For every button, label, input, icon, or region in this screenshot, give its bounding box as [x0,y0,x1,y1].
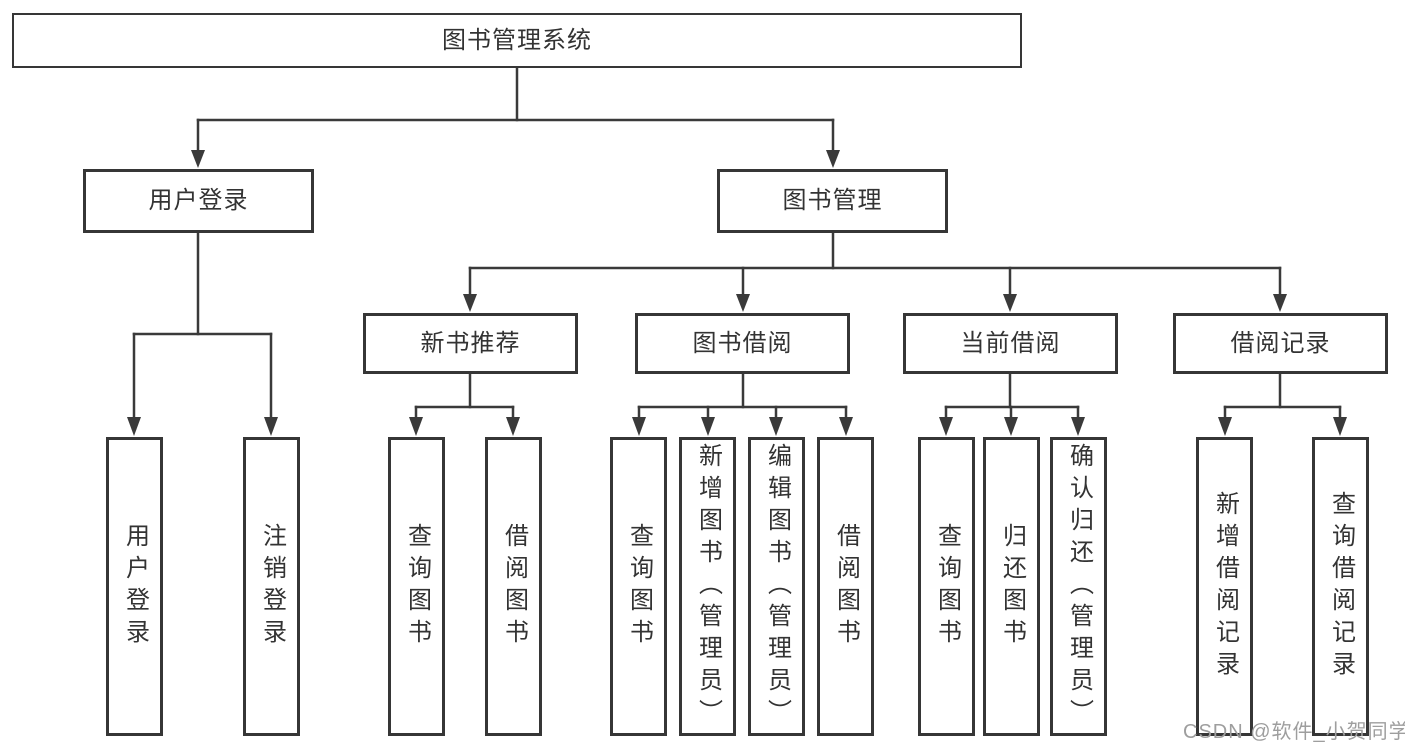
csdn-watermark: CSDN @软件_小贺同学 [1183,721,1405,743]
leaf-current-return-books: 归还图书 [983,437,1040,736]
leaf-user-login: 用户登录 [106,437,163,736]
node-book-management: 图书管理 [717,169,948,233]
node-library-management-system: 图书管理系统 [12,13,1022,68]
leaf-logout: 注销登录 [243,437,300,736]
leaf-recommend-query-books: 查询图书 [388,437,445,736]
leaf-borrow-edit-books-admin: 编辑图书（管理员） [748,437,805,736]
node-current-borrow: 当前借阅 [903,313,1118,374]
leaf-borrow-query-books: 查询图书 [610,437,667,736]
leaf-records-add-record: 新增借阅记录 [1196,437,1253,736]
node-user-login: 用户登录 [83,169,314,233]
leaf-current-query-books: 查询图书 [918,437,975,736]
leaf-current-confirm-return-admin: 确认归还（管理员） [1050,437,1107,736]
node-book-borrow: 图书借阅 [635,313,850,374]
leaf-recommend-borrow-books: 借阅图书 [485,437,542,736]
node-new-book-recommend: 新书推荐 [363,313,578,374]
leaf-records-query-record: 查询借阅记录 [1312,437,1369,736]
node-borrow-records: 借阅记录 [1173,313,1388,374]
leaf-borrow-borrow-books: 借阅图书 [817,437,874,736]
leaf-borrow-add-books-admin: 新增图书（管理员） [679,437,736,736]
